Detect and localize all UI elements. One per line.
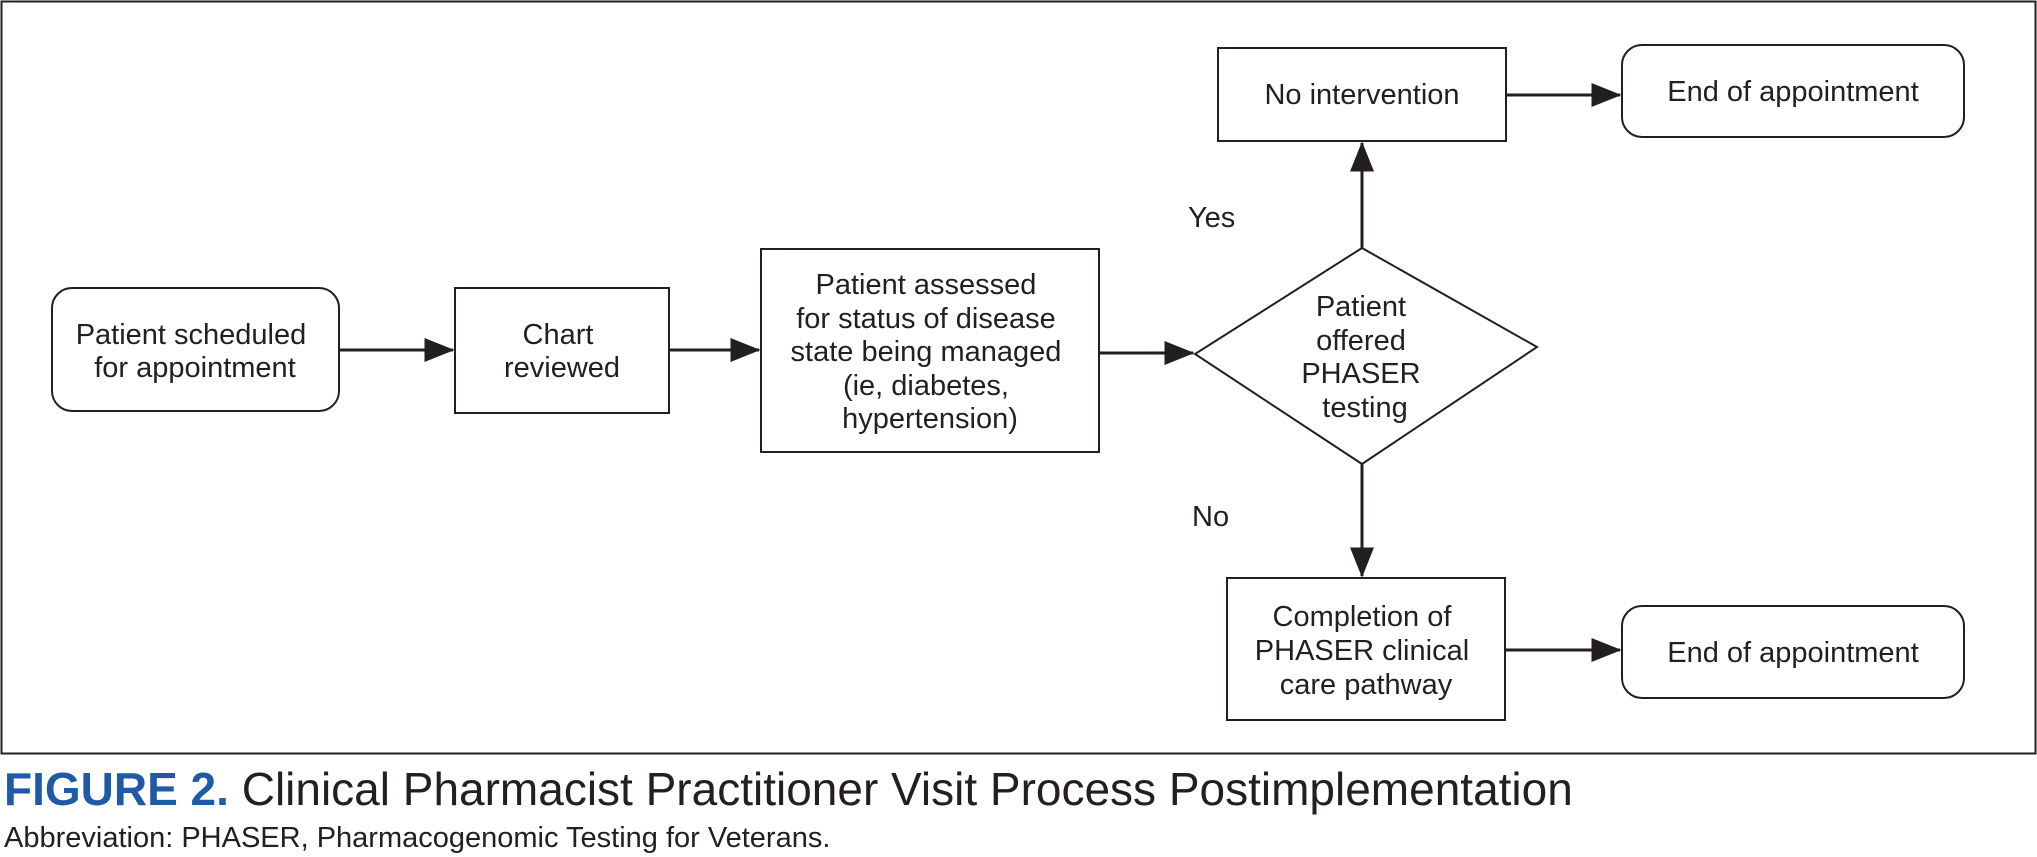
branch-label-yes: Yes [1188, 202, 1235, 234]
figure-abbreviation: Abbreviation: PHASER, Pharmacogenomic Te… [4, 822, 831, 854]
decision-offered-phaser: Patient offered PHASER testing [1193, 246, 1539, 466]
node-chart-reviewed: Chart reviewed [454, 287, 670, 414]
node-end-of-appointment-top-line-1: End of appointment [1667, 76, 1919, 108]
node-completion-phaser-pathway-line-1: Completion of [1273, 601, 1453, 633]
node-patient-assessed: Patient assessed for status of disease s… [760, 248, 1100, 453]
node-patient-assessed-line-3: state being managed [791, 336, 1062, 368]
svg-text:Completion of PHASER cli: Completion of PHASER clinical care pathw… [1255, 601, 1477, 701]
figure-label: FIGURE 2. [4, 763, 229, 815]
node-chart-reviewed-line-1: Chart [523, 319, 594, 351]
figure-caption: FIGURE 2. Clinical Pharmacist Practition… [4, 762, 1573, 816]
node-no-intervention: No intervention [1217, 47, 1507, 142]
node-patient-assessed-line-4: (ie, diabetes, [843, 370, 1009, 402]
decision-offered-phaser-line-3: PHASER [1301, 358, 1420, 390]
svg-text:Patient offered PH: Patient offered PHASER testing [1301, 291, 1428, 424]
node-end-of-appointment-bottom: End of appointment [1621, 605, 1965, 699]
node-patient-assessed-line-2: for status of disease [796, 303, 1056, 335]
node-patient-scheduled-line-2: for appointment [94, 352, 296, 384]
node-patient-assessed-line-5: hypertension) [842, 403, 1018, 435]
decision-offered-phaser-line-4: testing [1322, 392, 1407, 424]
decision-offered-phaser-line-1: Patient [1316, 291, 1406, 323]
node-patient-scheduled: Patient scheduled for appointment [51, 287, 340, 412]
node-no-intervention-line-1: No intervention [1264, 79, 1459, 111]
node-completion-phaser-pathway-line-2: PHASER clinical [1255, 635, 1469, 667]
figure-frame [0, 0, 2037, 755]
branch-label-no: No [1192, 501, 1229, 533]
decision-offered-phaser-line-2: offered [1316, 325, 1406, 357]
svg-text:No intervention: No intervention [1264, 79, 1459, 111]
flowchart: Patient scheduled for appointment Chart … [0, 0, 2037, 755]
svg-text:Patient assessed for sta: Patient assessed for status of disease s… [791, 269, 1070, 435]
svg-text:Chart reviewed: Chart reviewed [504, 319, 620, 384]
node-completion-phaser-pathway-line-3: care pathway [1280, 669, 1453, 701]
node-patient-assessed-line-1: Patient assessed [816, 269, 1037, 301]
svg-text:End of appointment: End of appointment [1667, 76, 1919, 108]
node-end-of-appointment-top: End of appointment [1621, 44, 1965, 138]
node-completion-phaser-pathway: Completion of PHASER clinical care pathw… [1226, 577, 1506, 721]
svg-text:End of appointment: End of appointment [1667, 637, 1919, 669]
node-patient-scheduled-line-1: Patient scheduled [76, 319, 307, 351]
node-end-of-appointment-bottom-line-1: End of appointment [1667, 637, 1919, 669]
figure-title: Clinical Pharmacist Practitioner Visit P… [241, 763, 1573, 815]
node-chart-reviewed-line-2: reviewed [504, 352, 620, 384]
svg-text:Patient scheduled for ap: Patient scheduled for appointment [76, 319, 315, 384]
